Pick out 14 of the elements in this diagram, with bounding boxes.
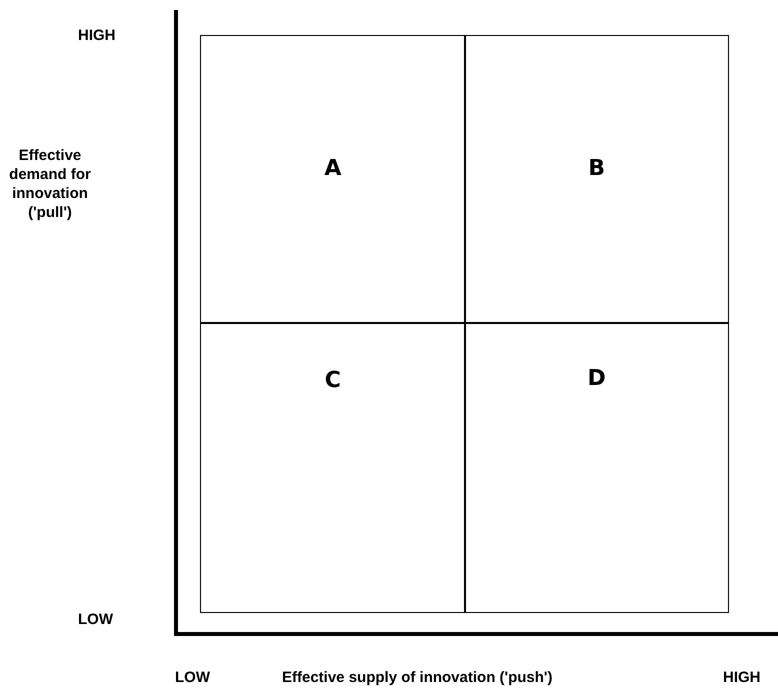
quadrant-letter: D <box>587 366 606 392</box>
quadrant-box <box>464 322 729 613</box>
axis-label: LOW <box>175 668 211 687</box>
axis-label: HIGH <box>78 26 116 45</box>
quadrant-letter: B <box>588 156 606 181</box>
quadrant-letter: C <box>324 368 341 394</box>
quadrant-box <box>200 322 466 613</box>
axis-label: Effective demand for innovation ('pull') <box>8 146 92 222</box>
quadrant-box <box>464 35 729 324</box>
axis-label: HIGH <box>723 668 762 687</box>
quadrant-letter: A <box>324 156 342 181</box>
quadrant-box <box>200 35 466 324</box>
axis-label: LOW <box>78 610 114 629</box>
axis-label: Effective supply of innovation ('push') <box>282 668 554 687</box>
